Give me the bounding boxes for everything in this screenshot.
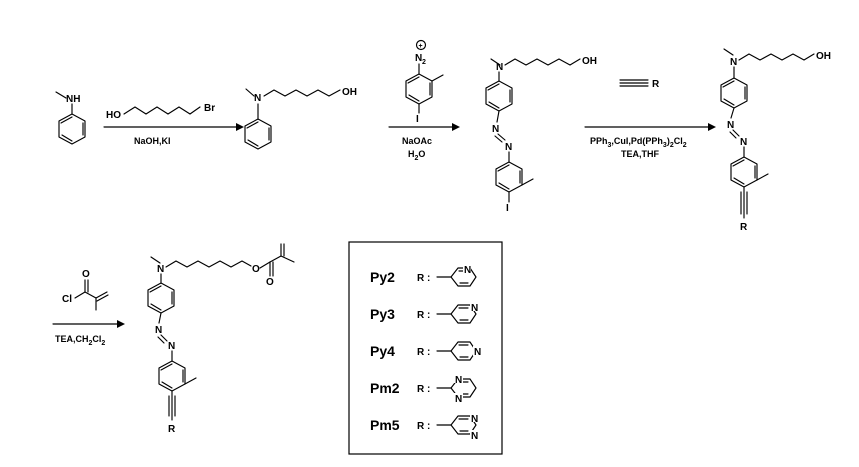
svg-text:N: N <box>492 124 499 135</box>
svg-text:N: N <box>415 53 422 64</box>
svg-text:R: R <box>168 424 176 435</box>
reagent-naoac: NaOAc <box>402 136 432 146</box>
methacryloyl-chloride: Cl O <box>62 269 109 311</box>
legend-item-pm5: Pm5 R : N N <box>370 413 479 442</box>
alkynyl-azobenzene: N OH N N R <box>720 48 831 233</box>
svg-text:Br: Br <box>204 103 215 114</box>
svg-text:R :: R : <box>417 384 430 395</box>
svg-text:R: R <box>652 79 660 90</box>
methacrylate-monomer: N O O N N R <box>147 243 295 435</box>
reaction-arrow-3 <box>584 123 716 131</box>
svg-text:R :: R : <box>417 347 430 358</box>
svg-text:Pm5: Pm5 <box>370 417 400 433</box>
substituent-legend: Py2 R : N Py3 R : N Py4 R : <box>348 241 503 455</box>
svg-text:R :: R : <box>417 273 430 284</box>
svg-text:OH: OH <box>816 51 831 62</box>
svg-text:O: O <box>82 269 90 280</box>
reagent-tea-dcm: TEA,CH2Cl2 <box>55 334 105 347</box>
legend-item-pm2: Pm2 R : N N <box>370 374 477 405</box>
svg-text:N: N <box>471 431 478 442</box>
svg-text:N: N <box>496 62 503 73</box>
svg-text:OH: OH <box>582 56 597 67</box>
svg-text:I: I <box>416 114 419 125</box>
legend-item-py3: Py3 R : N <box>370 302 479 324</box>
diazonium-salt: + N 2 I <box>405 39 444 125</box>
reaction-arrow-2 <box>388 123 460 131</box>
svg-text:N: N <box>471 303 478 314</box>
reagent-naoh-ki: NaOH,KI <box>134 136 171 146</box>
reagent-sonogashira-catalyst: PPh3,CuI,Pd(PPh3)2Cl2 <box>590 136 687 149</box>
svg-text:2: 2 <box>422 59 426 66</box>
n-methylaniline: NH <box>55 91 86 145</box>
svg-text:O: O <box>266 277 274 288</box>
svg-text:N: N <box>505 142 512 153</box>
bromohexanol: HO Br <box>106 103 215 121</box>
svg-text:HO: HO <box>106 110 121 121</box>
reaction-arrow-4 <box>52 320 125 328</box>
nh-label: NH <box>66 94 80 105</box>
svg-text:R: R <box>740 222 748 233</box>
svg-text:+: + <box>419 43 423 50</box>
reagent-tea-thf: TEA,THF <box>621 149 659 159</box>
svg-text:R :: R : <box>417 421 430 432</box>
svg-text:N: N <box>455 394 462 405</box>
svg-text:Cl: Cl <box>62 294 72 305</box>
svg-text:Py3: Py3 <box>370 306 395 322</box>
svg-text:I: I <box>506 203 509 214</box>
svg-text:N: N <box>455 375 462 386</box>
n-methyl-n-hydroxyhexyl-aniline: N OH <box>244 87 357 150</box>
svg-text:N: N <box>168 341 175 352</box>
svg-text:OH: OH <box>342 87 357 98</box>
svg-text:O: O <box>252 264 260 275</box>
svg-text:N: N <box>254 93 261 104</box>
reagent-water: H2O <box>408 149 425 162</box>
svg-text:Py4: Py4 <box>370 343 395 359</box>
svg-text:Pm2: Pm2 <box>370 380 400 396</box>
svg-text:N: N <box>471 414 478 425</box>
terminal-alkyne: R <box>619 79 660 90</box>
legend-item-py2: Py2 R : N <box>370 264 477 287</box>
legend-item-py4: Py4 R : N <box>370 341 482 361</box>
reaction-arrow-1 <box>103 123 244 131</box>
svg-text:R :: R : <box>417 310 430 321</box>
svg-text:N: N <box>464 265 471 276</box>
svg-text:N: N <box>157 264 164 275</box>
iodo-azobenzene: N OH N N I <box>485 56 597 214</box>
svg-text:N: N <box>155 325 162 336</box>
svg-text:N: N <box>474 347 481 358</box>
svg-text:Py2: Py2 <box>370 269 395 285</box>
svg-text:N: N <box>740 137 747 148</box>
svg-text:N: N <box>727 120 734 131</box>
svg-text:N: N <box>730 57 737 68</box>
